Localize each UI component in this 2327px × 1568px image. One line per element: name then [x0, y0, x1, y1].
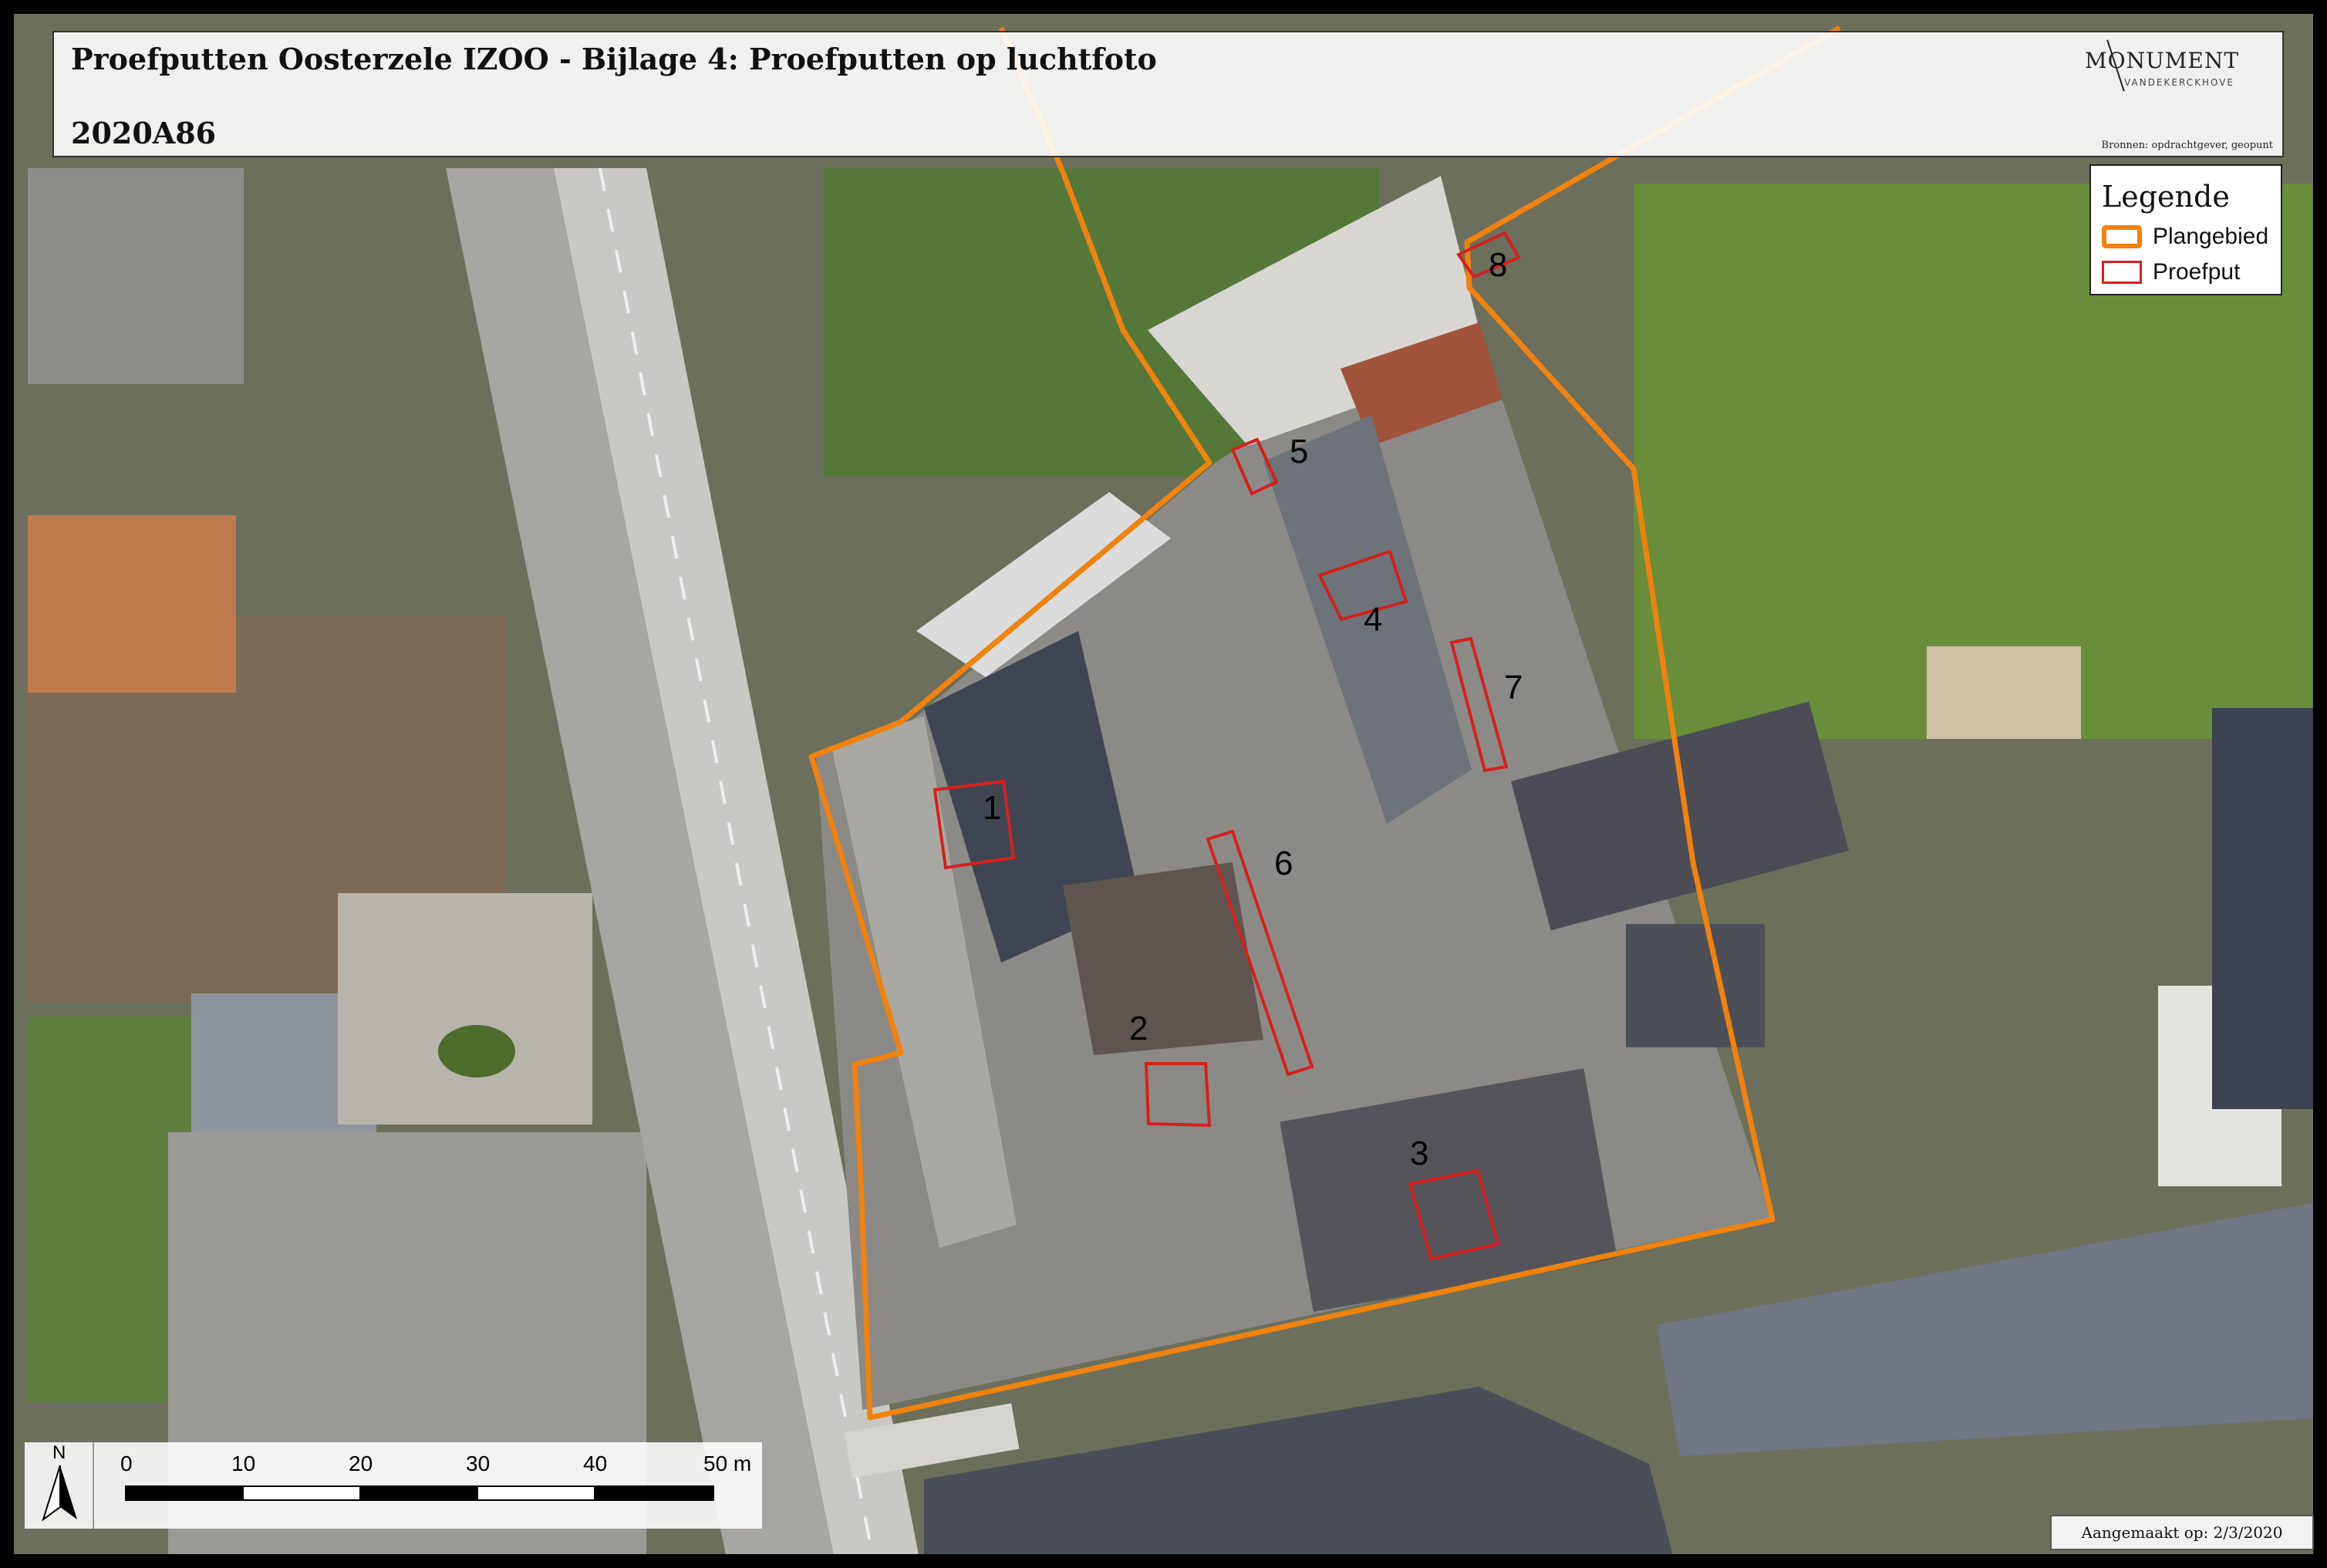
building-east-small	[1626, 924, 1765, 1047]
proefput-1[interactable]: 1	[932, 779, 1016, 870]
proefput-5[interactable]: 5	[1230, 433, 1308, 496]
tree-courtyard	[438, 1025, 515, 1077]
proefput-label-7: 7	[1504, 669, 1523, 706]
north-label: N	[52, 1442, 66, 1463]
plangebied-boundary	[808, 25, 1841, 1421]
proefput-label-8: 8	[1489, 246, 1507, 284]
roof-orange-left	[28, 515, 236, 693]
roof-dark-wing	[924, 631, 1140, 963]
creation-date-box: Aangemaakt op: 2/3/2020	[2050, 1515, 2314, 1550]
building-east-dark	[1510, 701, 1850, 931]
scale-segment-2	[242, 1485, 361, 1501]
logo-name: MONUMENT	[2084, 48, 2239, 73]
scale-tick-50: 50 m	[703, 1452, 752, 1475]
proefput-swatch-icon	[2102, 261, 2142, 284]
roof-red-north	[1341, 322, 1502, 446]
parking-strip	[554, 168, 919, 1554]
proefput-label-6: 6	[1274, 845, 1293, 882]
aerial-photo: 1 2 3 4 5 6 7 8	[14, 14, 2313, 1554]
north-arrow: N	[29, 1442, 94, 1529]
proefput-3[interactable]: 3	[1408, 1135, 1500, 1261]
scale-tick-20: 20	[349, 1452, 373, 1475]
roof-southeast	[1657, 1202, 2313, 1456]
roof-solar-east	[2212, 708, 2313, 1109]
scale-tick-40: 40	[583, 1452, 608, 1475]
sources-note: Bronnen: opdrachtgever, geopunt	[2101, 140, 2273, 151]
scale-tick-0: 0	[120, 1452, 133, 1475]
scale-segment-3	[359, 1485, 478, 1501]
proefput-6[interactable]: 6	[1206, 829, 1314, 1077]
logo-subtitle: VANDEKERCKHOVE	[2124, 77, 2234, 88]
proefput-label-2: 2	[1129, 1010, 1148, 1047]
roof-brown-center	[1063, 862, 1263, 1055]
proefput-label-1: 1	[983, 789, 1001, 827]
proefput-7[interactable]: 7	[1449, 636, 1523, 773]
legend-item-proefput: Proefput	[2102, 258, 2240, 286]
buildings-south	[924, 1387, 1673, 1554]
scale-tick-30: 30	[466, 1452, 491, 1475]
project-code: 2020A86	[71, 116, 217, 150]
scale-segment-4	[477, 1485, 595, 1501]
legend-label-plangebied: Plangebied	[2153, 224, 2269, 249]
legend-item-plangebied: Plangebied	[2102, 223, 2268, 251]
legend-title: Legende	[2102, 180, 2230, 214]
courtyard-paved	[338, 893, 592, 1125]
sandpit	[1927, 646, 2081, 739]
map-title: Proefputten Oosterzele IZOO - Bijlage 4:…	[71, 42, 1157, 76]
scale-segment-1	[125, 1485, 244, 1501]
roof-white-strip	[916, 492, 1171, 677]
proefput-4[interactable]: 4	[1317, 549, 1408, 639]
scale-tick-10: 10	[231, 1452, 256, 1475]
legend-label-proefput: Proefput	[2153, 259, 2241, 285]
proefput-label-3: 3	[1410, 1135, 1428, 1172]
building-west-wing	[831, 716, 1017, 1248]
plangebied-swatch-icon	[2102, 225, 2142, 248]
title-panel: Proefputten Oosterzele IZOO - Bijlage 4:…	[52, 31, 2284, 157]
proefput-8[interactable]: 8	[1456, 231, 1521, 284]
scale-bar: N 0 10 20 30 40 50 m	[25, 1442, 762, 1529]
scale-segment-5	[594, 1485, 714, 1501]
building-east-wing	[1263, 415, 1472, 824]
legend: Legende Plangebied Proefput	[2089, 164, 2282, 295]
building-south-block	[1280, 1068, 1617, 1312]
proefput-label-4: 4	[1364, 601, 1382, 639]
houses-left-top	[28, 168, 244, 384]
proefput-2[interactable]: 2	[1129, 1010, 1212, 1128]
north-arrow-icon	[42, 1465, 77, 1522]
proefput-label-5: 5	[1290, 433, 1308, 470]
crosswalk-south	[844, 1403, 1020, 1479]
